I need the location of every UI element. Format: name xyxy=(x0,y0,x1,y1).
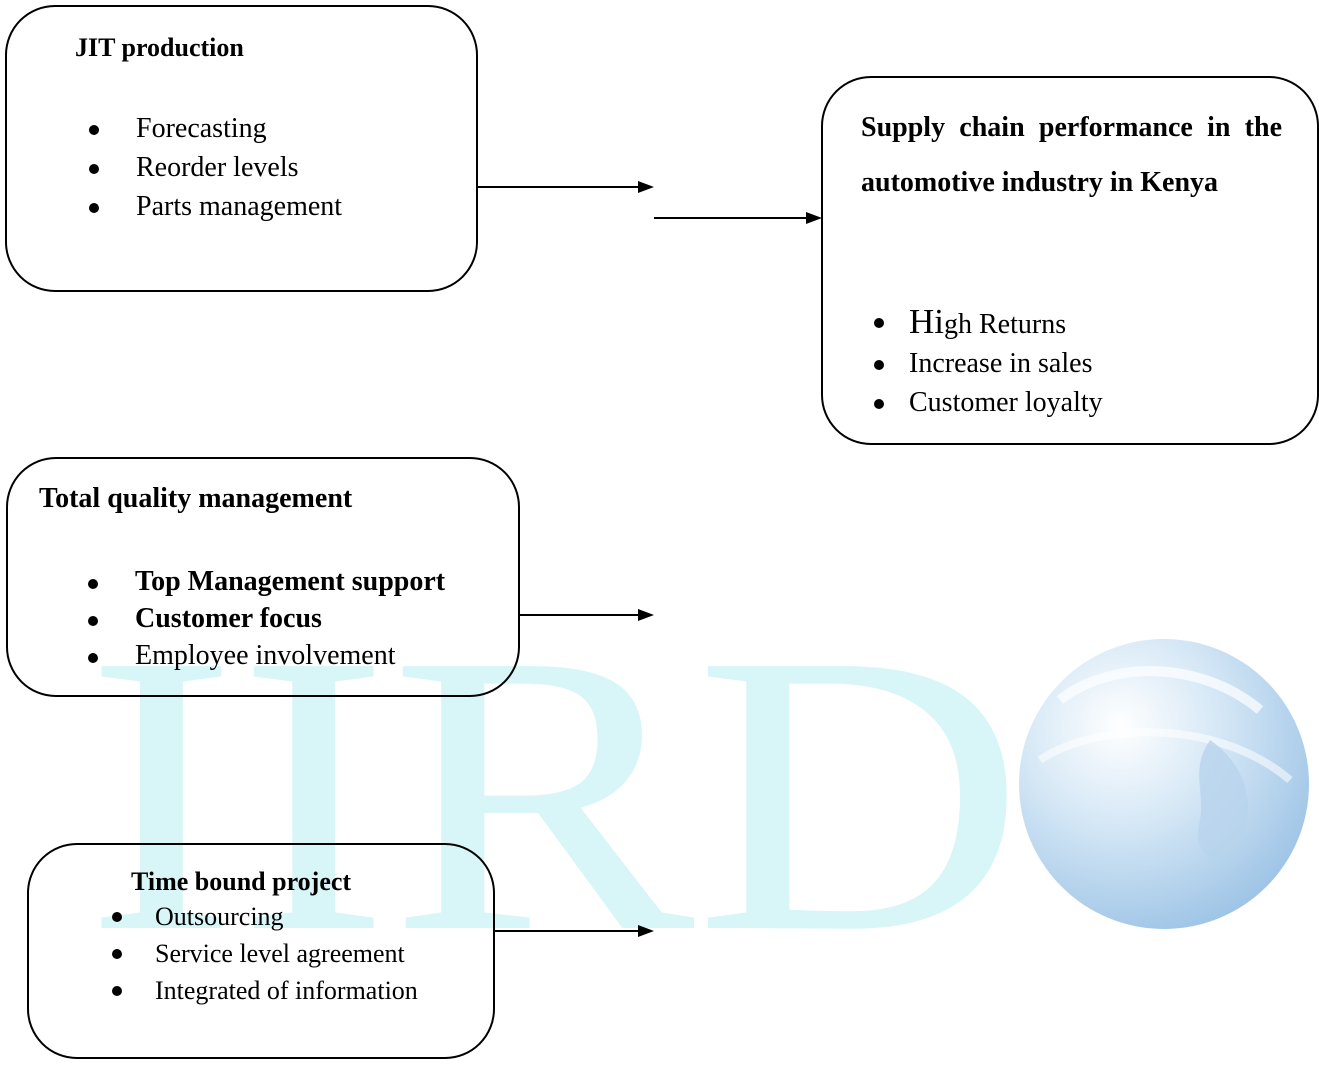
watermark-text: IIRD xyxy=(85,572,1025,1015)
total-quality-management-box xyxy=(6,457,520,697)
list-item-rest: gh Returns xyxy=(944,309,1067,340)
list-item: Employee involvement xyxy=(87,637,445,674)
list-item: Integrated of information xyxy=(112,972,418,1009)
jit-production-box xyxy=(5,5,478,292)
total-quality-management-list: Top Management support Customer focus Em… xyxy=(87,563,445,674)
list-item: Parts management xyxy=(88,187,342,226)
arrow-to-supply-chain-performance xyxy=(654,212,822,224)
list-item-initial: Hi xyxy=(909,302,944,341)
list-item: High Returns xyxy=(874,302,1103,344)
list-item: Customer focus xyxy=(87,600,445,637)
supply-chain-performance-title: Supply chain performance in the automoti… xyxy=(861,112,1282,198)
total-quality-management-title: Total quality management xyxy=(39,483,353,514)
supply-chain-performance-list: High Returns Increase in sales Customer … xyxy=(874,302,1103,422)
list-item: Increase in sales xyxy=(874,344,1103,383)
list-item: Customer loyalty xyxy=(874,383,1103,422)
globe-logo xyxy=(1019,639,1309,929)
time-bound-project-box xyxy=(27,843,495,1059)
list-item: Reorder levels xyxy=(88,148,342,187)
list-item: Top Management support xyxy=(87,563,445,600)
arrow-tqm xyxy=(520,609,654,621)
arrow-jit xyxy=(478,181,654,193)
list-item: Forecasting xyxy=(88,109,342,148)
list-item: Outsourcing xyxy=(112,898,418,935)
supply-chain-performance-box xyxy=(821,76,1319,445)
time-bound-project-title: Time bound project xyxy=(131,867,352,896)
jit-production-title: JIT production xyxy=(75,33,244,62)
list-item: Service level agreement xyxy=(112,935,418,972)
time-bound-project-list: Outsourcing Service level agreement Inte… xyxy=(112,898,418,1009)
jit-production-list: Forecasting Reorder levels Parts managem… xyxy=(88,109,342,226)
arrow-time-bound-project xyxy=(495,925,654,937)
